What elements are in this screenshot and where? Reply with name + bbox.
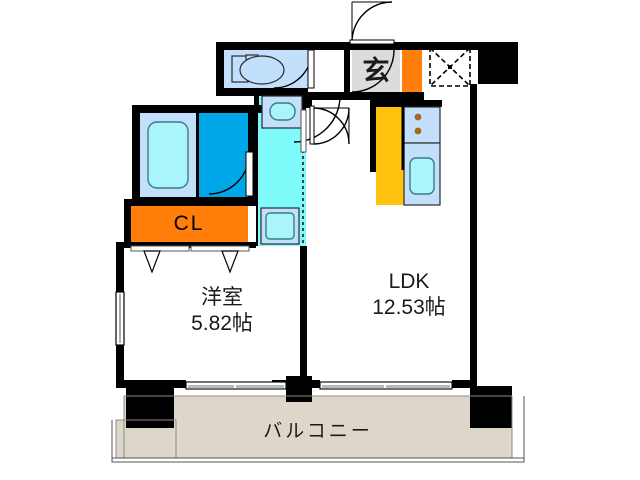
- column-top-right: [478, 42, 518, 84]
- column-bottom-right: [470, 386, 512, 428]
- wall-genkan-left: [344, 42, 350, 96]
- wall-left-outer-lower: [116, 345, 124, 387]
- bathtub-icon: [147, 121, 189, 189]
- column-center-bottom: [286, 376, 312, 402]
- wall-kitchen-top: [370, 100, 442, 107]
- entrance-label: 玄: [362, 56, 390, 86]
- wall-ldk-bottom-left: [310, 380, 320, 388]
- wall-ldk-bottom-right: [452, 380, 474, 388]
- kitchen-sink-icon: [403, 142, 441, 206]
- wall-toilet-left: [216, 42, 224, 96]
- wall-hall-top: [308, 42, 516, 50]
- column-bottom-left: [126, 387, 174, 428]
- wall-corridor-right: [300, 96, 306, 110]
- balcony-outline: [111, 395, 525, 463]
- shoe-cabinet: [402, 48, 422, 94]
- pipe-shaft-icon: [429, 47, 471, 87]
- toilet-icon: [231, 54, 285, 85]
- ldk-name-label: LDK: [388, 270, 430, 293]
- wall-genkan-bottom: [306, 92, 424, 100]
- wall-toilet-top: [216, 42, 316, 50]
- closet-door-indicators: [130, 245, 250, 274]
- balcony-area: [124, 396, 512, 458]
- closet-label: CL: [173, 212, 205, 235]
- wall-bedroom-bottom: [116, 380, 186, 388]
- ldk-entry-door: [309, 105, 350, 145]
- wall-closet-top: [124, 199, 256, 206]
- wall-bath-left: [132, 105, 140, 205]
- bedroom-name-label: 洋室: [201, 286, 243, 309]
- balcony-label: バルコニー: [263, 421, 373, 442]
- washbasin-icon: [261, 95, 303, 129]
- wall-left-outer-upper: [116, 242, 124, 292]
- wall-right-outer: [470, 84, 477, 386]
- wall-closet-bottom: [124, 242, 256, 248]
- bathroom-door: [208, 151, 254, 197]
- wall-kitchen-left: [370, 100, 376, 172]
- wall-bedroom-right: [300, 246, 307, 380]
- ldk-size-label: 12.53帖: [372, 296, 446, 319]
- gas-stove-icon: [403, 106, 441, 144]
- wall-ldk-left-top: [306, 92, 312, 108]
- entrance-door: [349, 1, 395, 45]
- corridor-thin-walls: [254, 96, 259, 246]
- bedroom-balcony-window: [185, 381, 287, 390]
- kitchen-counter: [376, 107, 404, 205]
- corridor-ldk-sliding-door: [300, 109, 307, 246]
- bedroom-size-label: 5.82帖: [191, 312, 253, 335]
- closet-area: [130, 205, 248, 243]
- wall-closet-left: [124, 199, 131, 247]
- toilet-door: [273, 49, 318, 89]
- ldk-balcony-window: [319, 381, 453, 390]
- wall-bath-top: [132, 105, 264, 113]
- wall-toilet-bottom: [216, 88, 308, 96]
- wall-bath-divider: [196, 113, 199, 197]
- washing-machine-pan-icon: [260, 207, 300, 245]
- bedroom-window-left: [115, 291, 125, 346]
